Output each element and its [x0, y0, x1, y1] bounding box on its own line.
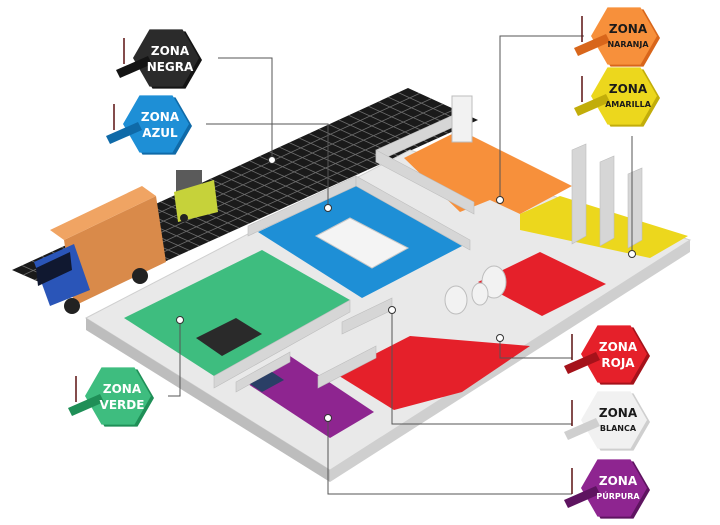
zone-marker-dot-blanca — [388, 306, 396, 314]
zone-badge-azul[interactable]: ZONA AZUL — [106, 95, 192, 155]
badge-zone-name: AMARILLA — [605, 100, 652, 109]
zone-badge-blanca[interactable]: ZONA BLANCA — [564, 391, 650, 451]
production-tanks — [444, 265, 507, 315]
badge-zone-name: VERDE — [100, 398, 145, 412]
badge-zone-name: NARANJA — [607, 40, 649, 49]
hexagon-badge — [133, 29, 199, 87]
zona-roja-floor — [336, 336, 530, 410]
sign-plank-icon — [116, 56, 152, 78]
zone-badge-naranja[interactable]: ZONA NARANJA — [574, 7, 660, 67]
sign-plank-icon — [574, 94, 610, 116]
badge-zone-name: ROJA — [601, 356, 635, 370]
hexagon-badge — [581, 325, 647, 383]
badge-word: ZONA — [599, 406, 638, 420]
leader-line-blanca — [391, 310, 572, 425]
badge-word: ZONA — [599, 340, 638, 354]
badge-zone-name: NEGRA — [147, 60, 194, 74]
sign-plank-icon — [564, 486, 600, 508]
badge-word: ZONA — [141, 110, 180, 124]
cnc-machine — [196, 318, 262, 356]
truck — [34, 186, 166, 314]
interior-walls — [213, 111, 643, 393]
leader-line-naranja — [499, 35, 584, 200]
zone-badge-amarilla[interactable]: ZONA AMARILLA — [574, 67, 660, 127]
hexagon-badge — [85, 367, 151, 425]
hexagon-badge — [581, 459, 647, 517]
hexagon-badge — [581, 391, 647, 449]
leader-line-roja — [499, 338, 572, 359]
badge-word: ZONA — [599, 474, 638, 488]
leader-line-verde — [168, 320, 181, 397]
office-desk — [250, 372, 284, 392]
sign-plank-icon — [106, 122, 142, 144]
meeting-table — [314, 217, 410, 269]
zona-roja-floor-upper — [478, 252, 606, 316]
zone-marker-dot-azul — [324, 204, 332, 212]
fridge — [451, 95, 473, 143]
zone-marker-dot-naranja — [496, 196, 504, 204]
sign-plank-icon — [68, 394, 104, 416]
zone-badge-verde[interactable]: ZONA VERDE — [68, 367, 154, 427]
hexagon-badge — [591, 67, 657, 125]
sign-plank-icon — [564, 352, 600, 374]
badge-word: ZONA — [103, 382, 142, 396]
hexagon-badge — [123, 95, 189, 153]
zone-marker-dot-amarilla — [628, 250, 636, 258]
forklift — [174, 170, 218, 222]
zone-marker-dot-negra — [268, 156, 276, 164]
leader-line-negra — [218, 57, 273, 160]
zone-marker-dot-verde — [176, 316, 184, 324]
badge-zone-name: PÚRPURA — [596, 490, 640, 501]
badge-word: ZONA — [609, 22, 648, 36]
badge-zone-name: AZUL — [142, 126, 178, 140]
leader-line-purpura — [327, 418, 572, 495]
zone-badge-roja[interactable]: ZONA ROJA — [564, 325, 650, 385]
badge-word: ZONA — [151, 44, 190, 58]
sign-plank-icon — [564, 418, 600, 440]
zone-badge-purpura[interactable]: ZONA PÚRPURA — [564, 459, 650, 519]
zone-marker-dot-roja — [496, 334, 504, 342]
badge-zone-name: BLANCA — [600, 424, 637, 433]
hexagon-badge — [591, 7, 657, 65]
zone-badge-negra[interactable]: ZONA NEGRA — [116, 29, 202, 89]
badge-word: ZONA — [609, 82, 648, 96]
sign-plank-icon — [574, 34, 610, 56]
zone-marker-dot-purpura — [324, 414, 332, 422]
leader-line-azul — [206, 123, 329, 208]
